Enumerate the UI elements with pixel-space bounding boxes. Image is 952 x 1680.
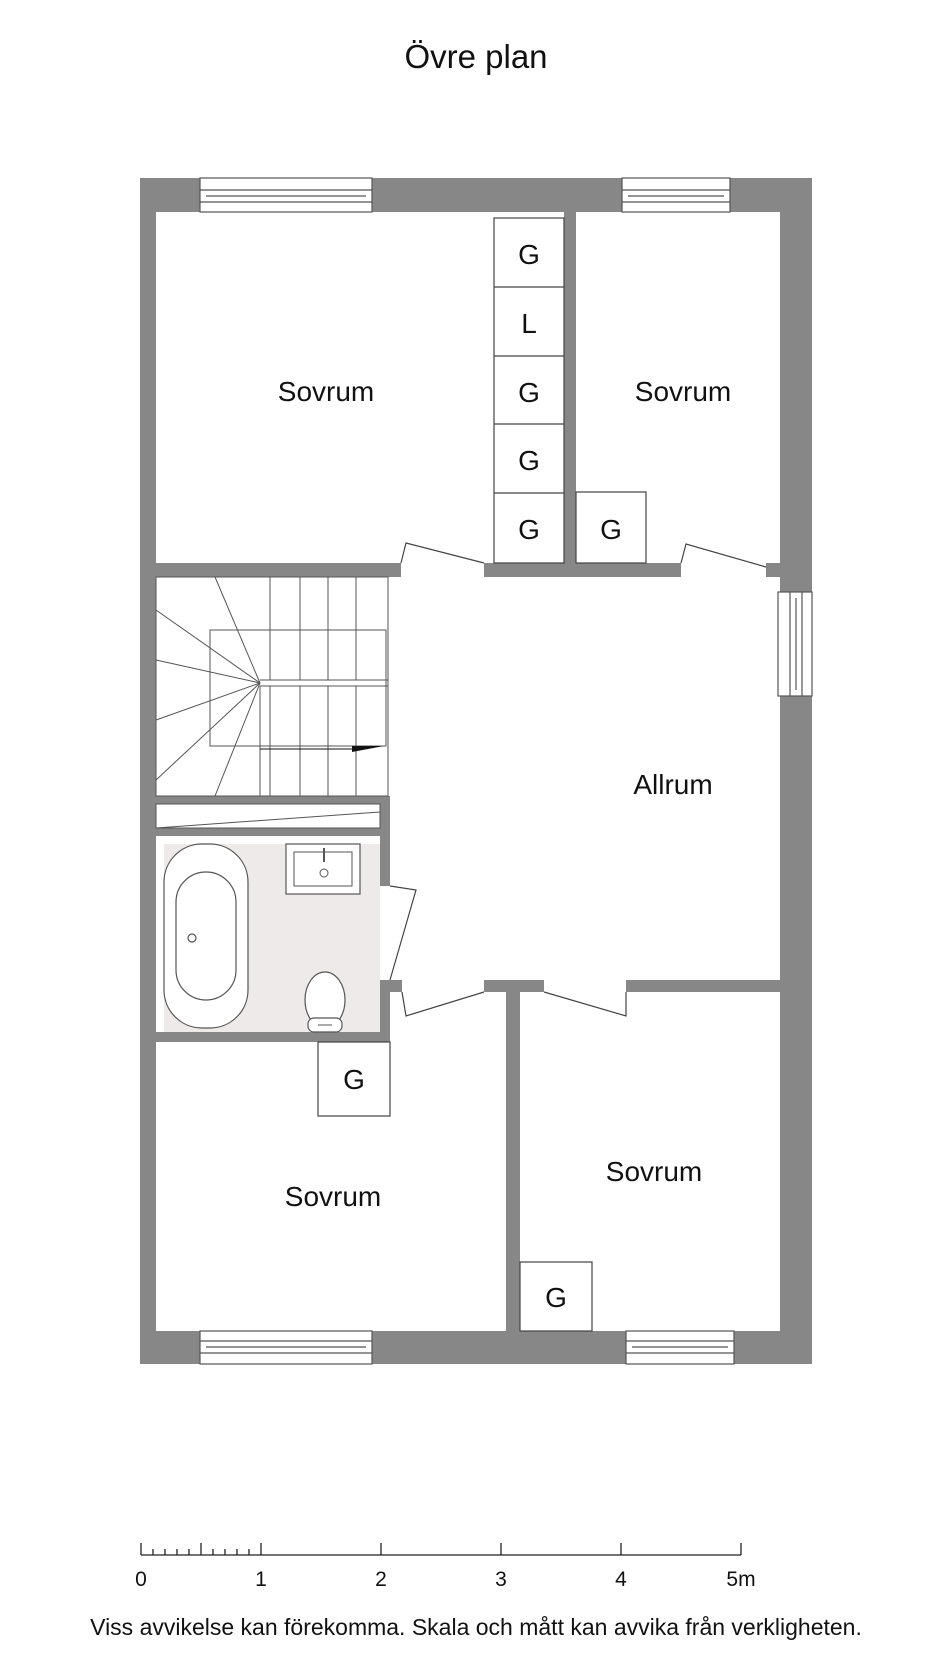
door-se (543, 991, 627, 1017)
room-label-bedroom-se: Sovrum (606, 1156, 702, 1187)
wall-bath-top (156, 828, 388, 836)
window-right (777, 591, 813, 697)
closet-se (519, 1261, 593, 1332)
wall-bath-right-bottom (380, 980, 390, 1042)
wall-nw-bottom-left (156, 563, 401, 577)
stair-landing (155, 803, 381, 829)
closets (317, 217, 647, 1332)
closet-label-5: G (518, 514, 540, 545)
scale-tick-label: 0 (135, 1568, 147, 1591)
door-bath (389, 885, 417, 981)
window-top-left (199, 177, 373, 213)
door-ne (680, 543, 767, 568)
room-label-bedroom-ne: Sovrum (635, 376, 731, 407)
page-title: Övre plan (404, 38, 548, 75)
closet-label-8: G (545, 1282, 567, 1313)
scale-tick-label: 4 (615, 1568, 627, 1591)
closet-sw (317, 1041, 391, 1117)
closet-column (493, 217, 565, 564)
wall-left (140, 178, 156, 1364)
window-top-right (621, 177, 731, 213)
closet-label-6: G (600, 514, 622, 545)
staircase (155, 576, 389, 797)
wall-right (780, 178, 812, 1364)
scale-tick-label: 2 (375, 1568, 387, 1591)
wall-bath-bottom (156, 1032, 390, 1042)
window-bottom-left (199, 1330, 373, 1365)
door-sw (401, 991, 485, 1017)
room-label-bedroom-nw: Sovrum (278, 376, 374, 407)
wall-living-bottom-right (626, 980, 780, 992)
wall-stair-bottom (156, 796, 388, 804)
stair-landing-diagonal (155, 811, 381, 829)
scale-tick-label: 5m (726, 1568, 755, 1591)
closet-label-7: G (343, 1064, 365, 1095)
bathtub-icon (163, 843, 249, 1029)
windows (199, 177, 813, 1365)
closet-ne (575, 491, 647, 564)
wall-top-divider (564, 212, 576, 577)
closet-label-3: G (518, 377, 540, 408)
wall-bottom-divider (506, 992, 520, 1331)
scale-tick-label: 3 (495, 1568, 507, 1591)
scale-tick-label: 1 (255, 1568, 267, 1591)
room-label-bedroom-sw: Sovrum (285, 1181, 381, 1212)
closet-label-2: L (521, 308, 537, 339)
bathroom (163, 843, 380, 1033)
wall-bath-right-top (380, 796, 390, 886)
scale-bar (140, 1543, 742, 1556)
door-nw (400, 542, 485, 564)
closet-label-1: G (518, 239, 540, 270)
closet-label-4: G (518, 445, 540, 476)
doors (389, 542, 767, 1017)
window-bottom-right (625, 1330, 735, 1365)
wall-bath-door-stub (390, 980, 402, 992)
wall-ne-bottom-stub (766, 563, 780, 577)
disclaimer-text: Viss avvikelse kan förekomma. Skala och … (90, 1614, 862, 1640)
room-label-living: Allrum (633, 769, 712, 800)
stair-arrow (352, 746, 384, 752)
wall-nw-bottom-mid (484, 563, 681, 577)
wall-living-bottom-mid (484, 980, 544, 992)
